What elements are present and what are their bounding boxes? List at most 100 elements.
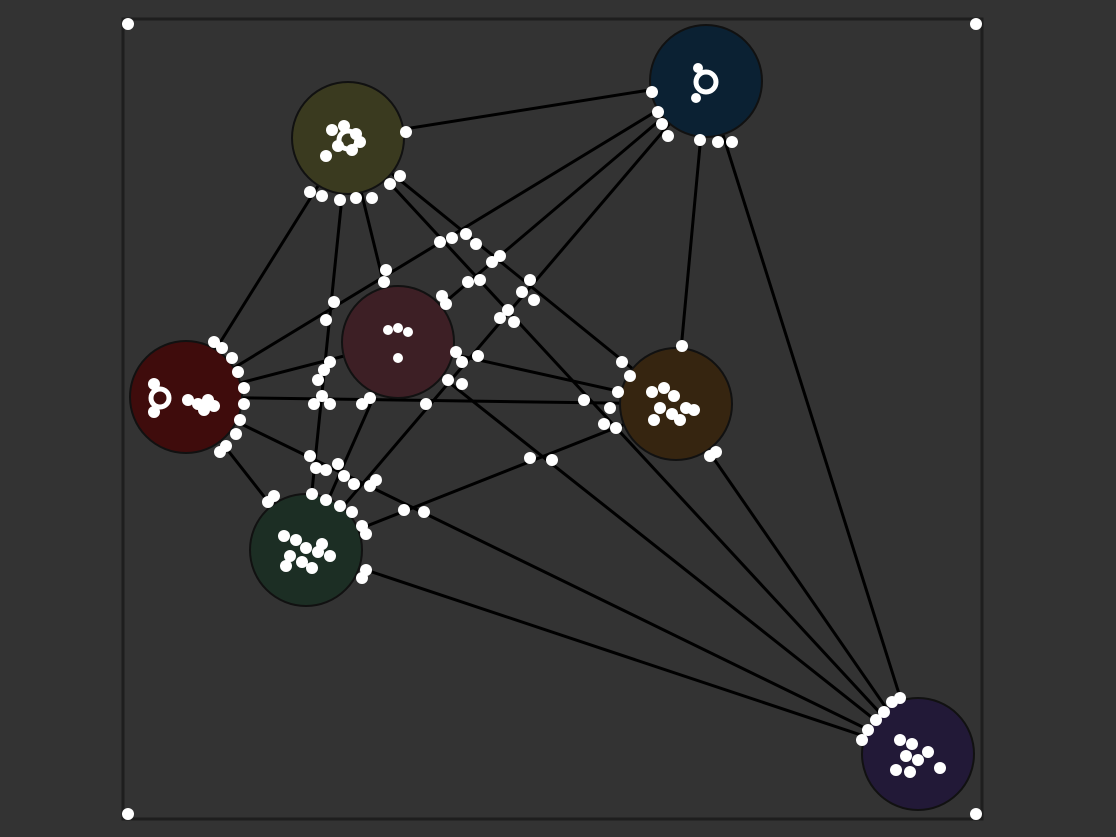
edge-dot — [316, 190, 328, 202]
edge-dot — [652, 106, 664, 118]
edge-dot — [312, 374, 324, 386]
edge-dot — [360, 528, 372, 540]
edge-dot — [856, 734, 868, 746]
edge-dot — [398, 504, 410, 516]
edge-dot — [470, 238, 482, 250]
edge-dot — [394, 170, 406, 182]
edge-dot — [328, 296, 340, 308]
edge-dot — [676, 340, 688, 352]
nodes-layer — [129, 24, 975, 811]
edge-dot — [598, 418, 610, 430]
edge-dot — [524, 452, 536, 464]
edge-dot — [234, 414, 246, 426]
edge-dot — [870, 714, 882, 726]
edge-dot — [238, 398, 250, 410]
glyph-dot — [403, 327, 413, 337]
edge-dot — [334, 500, 346, 512]
node-maroon[interactable] — [341, 285, 455, 399]
edge-dot — [456, 378, 468, 390]
glyph-dot — [148, 406, 160, 418]
glyph-dot — [890, 764, 902, 776]
edge-brown-purple — [674, 402, 920, 756]
edge-dot — [316, 390, 328, 402]
glyph-dot — [674, 414, 686, 426]
edge-dot — [662, 130, 674, 142]
edge-dot — [502, 304, 514, 316]
glyph-ring — [693, 69, 719, 95]
edge-dot — [230, 428, 242, 440]
edge-dot — [524, 274, 536, 286]
edge-dot — [612, 386, 624, 398]
edge-dot — [320, 464, 332, 476]
glyph-dot — [208, 400, 220, 412]
edge-dot — [306, 488, 318, 500]
glyph-dot — [668, 390, 680, 402]
edge-dot — [528, 294, 540, 306]
edge-dot — [350, 192, 362, 204]
glyph-dot — [894, 734, 906, 746]
edge-dot — [384, 178, 396, 190]
glyph-dot — [320, 150, 332, 162]
glyph-dot — [324, 550, 336, 562]
glyph-dot — [383, 325, 393, 335]
edge-dot — [356, 572, 368, 584]
frame — [121, 17, 984, 821]
glyph-dot — [900, 750, 912, 762]
glyph-dot — [278, 530, 290, 542]
edge-dot — [446, 232, 458, 244]
edge-dot — [894, 692, 906, 704]
glyph-dot — [904, 766, 916, 778]
glyph-dot — [148, 378, 160, 390]
edge-dot — [226, 352, 238, 364]
edge-dot — [472, 350, 484, 362]
node-brown[interactable] — [619, 347, 733, 461]
edge-dot — [324, 356, 336, 368]
corner-handle-1[interactable] — [970, 18, 982, 30]
edge-dot — [324, 398, 336, 410]
edge-dot — [348, 478, 360, 490]
edge-dot — [508, 316, 520, 328]
edge-dot — [726, 136, 738, 148]
edge-dot — [434, 236, 446, 248]
glyph-dot — [326, 124, 338, 136]
edge-dot — [268, 490, 280, 502]
node-navy[interactable] — [649, 24, 763, 138]
glyph-dot — [934, 762, 946, 774]
edge-dot — [216, 342, 228, 354]
edge-dot — [610, 422, 622, 434]
edge-dot — [304, 186, 316, 198]
edge-dot — [380, 264, 392, 276]
edge-dot — [310, 462, 322, 474]
edge-dot — [456, 356, 468, 368]
glyph-dot — [182, 394, 194, 406]
edge-maroon-purple — [396, 340, 920, 756]
edge-dot — [418, 506, 430, 518]
edge-dot — [320, 494, 332, 506]
edge-green-purple — [304, 548, 920, 756]
edge-dot — [546, 454, 558, 466]
edge-dot — [338, 470, 350, 482]
glyph-dot — [316, 538, 328, 550]
edge-dot — [862, 724, 874, 736]
corner-handle-3[interactable] — [970, 808, 982, 820]
edge-red-brown — [184, 395, 678, 406]
corner-handle-2[interactable] — [122, 808, 134, 820]
glyph-dot — [922, 746, 934, 758]
edge-dot — [694, 134, 706, 146]
edge-dot — [370, 474, 382, 486]
edge-dot — [356, 398, 368, 410]
corner-handle-0[interactable] — [122, 18, 134, 30]
glyph-dot — [646, 386, 658, 398]
edge-dot — [346, 506, 358, 518]
edge-dot — [462, 276, 474, 288]
glyph-dot — [284, 550, 296, 562]
edge-dot — [378, 276, 390, 288]
edge-dot — [420, 398, 432, 410]
edge-dot — [616, 356, 628, 368]
edge-dot — [494, 250, 506, 262]
node-olive[interactable] — [291, 81, 405, 195]
edge-dot — [334, 194, 346, 206]
edge-navy-red — [184, 79, 708, 399]
